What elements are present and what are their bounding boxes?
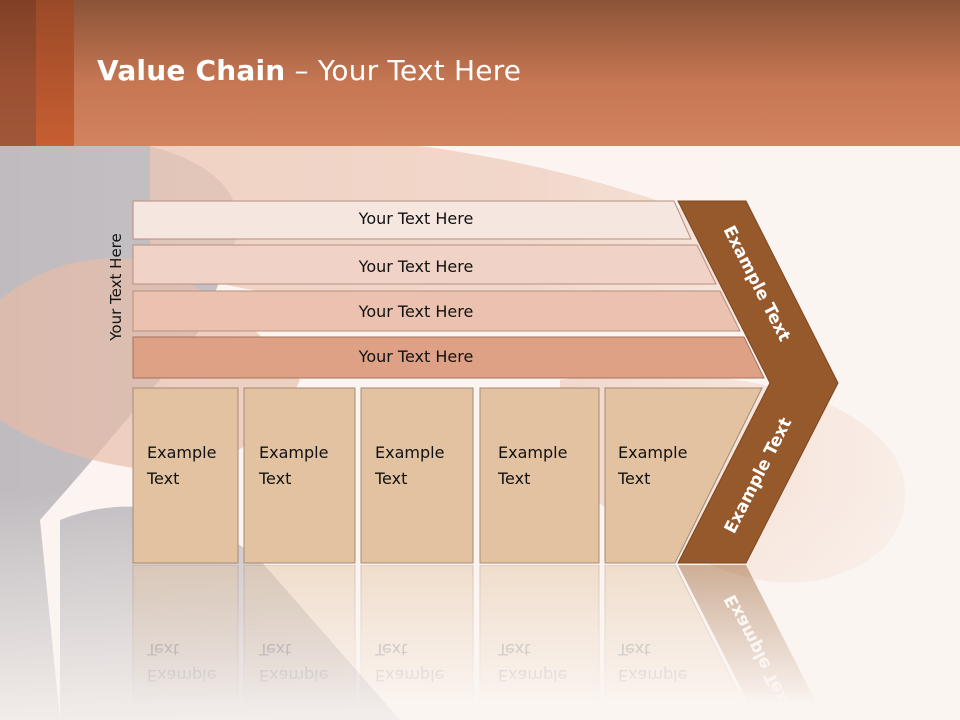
- title-rest: – Your Text Here: [285, 54, 522, 87]
- column-2-line2: Text: [258, 469, 291, 488]
- row-1: Your Text Here: [132, 200, 692, 240]
- column-4-line1: Example: [498, 443, 567, 462]
- column-4: Example Text: [479, 387, 600, 564]
- reflection-column-4-line1: Example: [498, 666, 567, 685]
- header-accent-band: [0, 0, 36, 146]
- column-5-line1: Example: [618, 443, 687, 462]
- diagram-reflection: Example Text Example Text Example Text E…: [132, 564, 826, 720]
- row-2: Your Text Here: [132, 244, 717, 285]
- reflection-column-5-line1: Example: [618, 666, 687, 685]
- row-1-label: Your Text Here: [358, 209, 474, 228]
- column-5: Example Text: [604, 387, 763, 564]
- reflection-column-5-line2: Text: [617, 640, 650, 659]
- page-title: Value Chain – Your Text Here: [97, 54, 521, 87]
- row-4-label: Your Text Here: [358, 347, 474, 366]
- row-3: Your Text Here: [132, 290, 741, 332]
- column-5-line2: Text: [617, 469, 650, 488]
- reflection-column-3-line2: Text: [374, 640, 407, 659]
- reflection-column-4-line2: Text: [497, 640, 530, 659]
- column-3-line2: Text: [374, 469, 407, 488]
- reflection-column-1-line2: Text: [146, 640, 179, 659]
- column-1-line2: Text: [146, 469, 179, 488]
- column-3: Example Text: [360, 387, 474, 564]
- reflection-column-3-line1: Example: [375, 666, 444, 685]
- column-2-line1: Example: [259, 443, 328, 462]
- reflection-column-1-line1: Example: [147, 666, 216, 685]
- row-4: Your Text Here: [132, 336, 765, 379]
- column-1: Example Text: [132, 387, 239, 564]
- header-bar: Value Chain – Your Text Here: [0, 0, 960, 146]
- column-2: Example Text: [243, 387, 356, 564]
- row-3-label: Your Text Here: [358, 302, 474, 321]
- column-4-line2: Text: [497, 469, 530, 488]
- header-accent-stripe: [36, 0, 74, 146]
- row-2-label: Your Text Here: [358, 257, 474, 276]
- title-bold: Value Chain: [97, 54, 286, 87]
- column-1-line1: Example: [147, 443, 216, 462]
- column-3-line1: Example: [375, 443, 444, 462]
- reflection-column-2-line2: Text: [258, 640, 291, 659]
- reflection-column-2-line1: Example: [259, 666, 328, 685]
- side-label: Your Text Here: [107, 233, 125, 341]
